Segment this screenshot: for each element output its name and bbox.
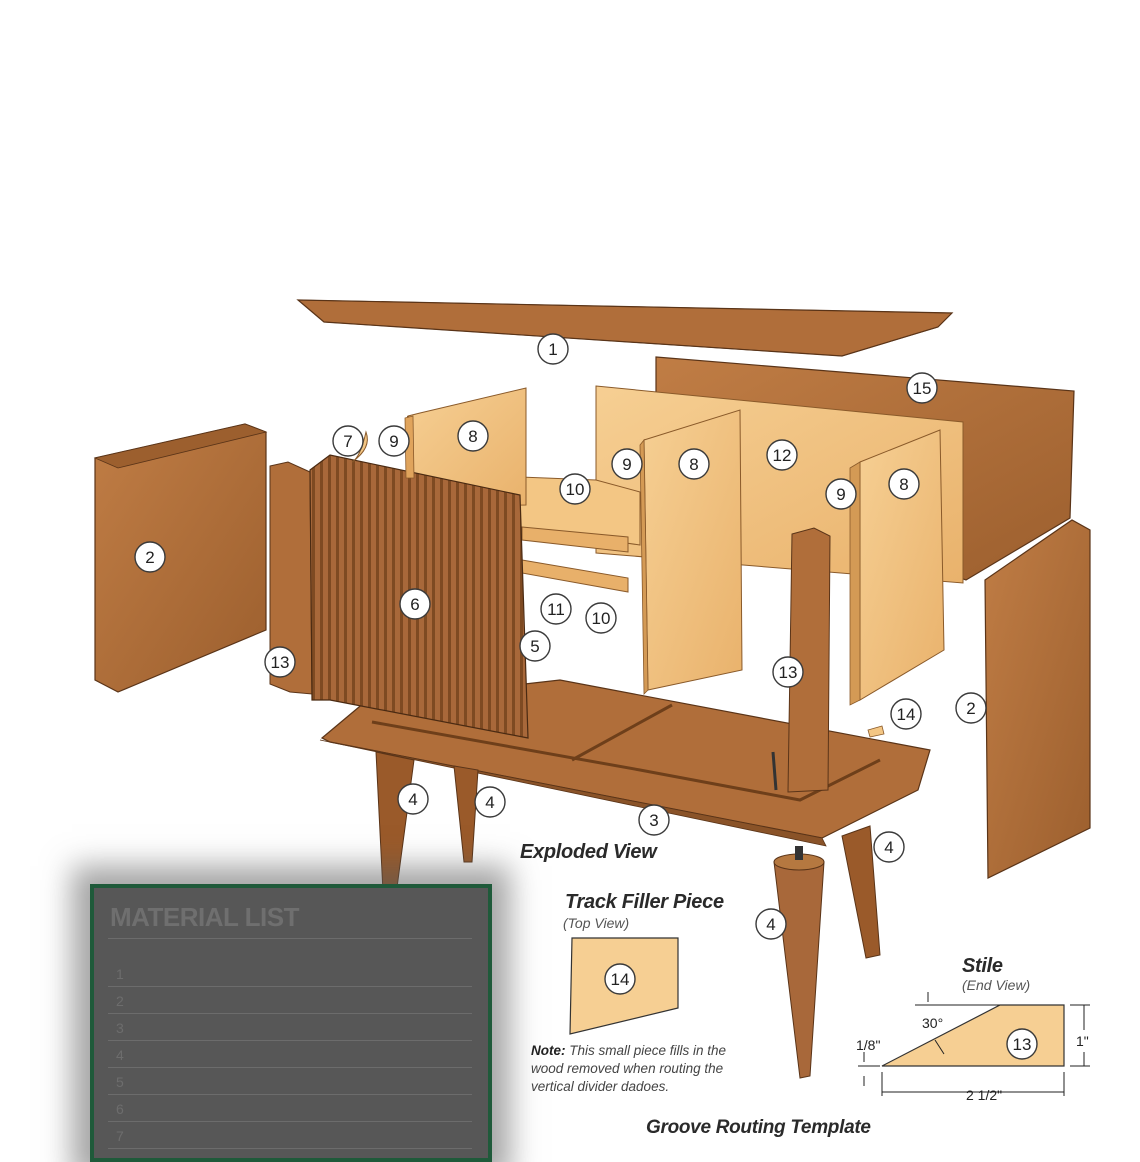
part-number: 8 <box>689 455 698 474</box>
part-callout-9: 9 <box>378 425 410 457</box>
part-callout-8: 8 <box>888 468 920 500</box>
stile-subtitle: (End View) <box>962 977 1031 993</box>
leg-back-left <box>453 765 479 863</box>
part-callout-14: 14 <box>890 698 922 730</box>
part-number: 5 <box>530 637 539 656</box>
material-row-number: 2 <box>116 993 124 1009</box>
stile-height-label: 1" <box>1076 1033 1089 1049</box>
tambour-guide-piece <box>351 430 368 463</box>
divider-strip-left <box>404 415 415 479</box>
part-number: 10 <box>592 609 611 628</box>
part-number: 4 <box>766 915 775 934</box>
part-number: 7 <box>343 432 352 451</box>
part-number: 8 <box>468 427 477 446</box>
part-number: 8 <box>899 475 908 494</box>
part-number: 13 <box>271 653 290 672</box>
stile-small-height-label: 1/8" <box>856 1037 880 1053</box>
part-callout-4: 4 <box>873 831 905 863</box>
leg-loose <box>773 861 825 1079</box>
leg-back-right <box>841 825 881 959</box>
part-callout-14: 14 <box>604 963 636 995</box>
part-number: 14 <box>897 705 916 724</box>
material-list-panel: MATERIAL LIST 1 2 3 4 5 6 7 <box>90 884 492 1162</box>
material-row-number: 3 <box>116 1020 124 1036</box>
part-callout-8: 8 <box>678 448 710 480</box>
part-callout-1: 1 <box>537 333 569 365</box>
part-callout-15: 15 <box>906 372 938 404</box>
part-callout-2: 2 <box>955 692 987 724</box>
track-filler-small <box>867 725 885 738</box>
part-number: 1 <box>548 340 557 359</box>
part-number: 9 <box>622 455 631 474</box>
part-callout-10: 10 <box>585 602 617 634</box>
track-filler-subtitle: (Top View) <box>563 915 630 931</box>
stile-end-view <box>881 1004 1065 1067</box>
part-number: 4 <box>485 793 494 812</box>
note-label: Note: <box>531 1043 566 1058</box>
part-number: 2 <box>966 699 975 718</box>
stile-angle-label: 30° <box>922 1015 943 1031</box>
part-number: 6 <box>410 595 419 614</box>
track-rail-upper <box>521 526 629 553</box>
material-row-number: 1 <box>116 966 124 982</box>
part-number: 12 <box>773 446 792 465</box>
part-callout-3: 3 <box>638 804 670 836</box>
track-rail-lower <box>521 559 629 593</box>
part-number: 15 <box>913 379 932 398</box>
part-callout-9: 9 <box>825 478 857 510</box>
part-callout-13: 13 <box>264 646 296 678</box>
part-callout-6: 6 <box>399 588 431 620</box>
material-row-number: 7 <box>116 1128 124 1144</box>
part-number: 10 <box>566 480 585 499</box>
part-number: 11 <box>547 600 565 619</box>
part-callout-11: 11 <box>540 593 572 625</box>
part-callout-7: 7 <box>332 425 364 457</box>
stile-title: Stile <box>962 955 1003 977</box>
part-number: 4 <box>408 790 417 809</box>
part-number: 13 <box>1013 1035 1032 1054</box>
track-filler-note: Note: This small piece fills in the wood… <box>531 1042 741 1096</box>
part-callout-8: 8 <box>457 420 489 452</box>
exploded-view-caption: Exploded View <box>520 841 657 863</box>
material-row-number: 6 <box>116 1101 124 1117</box>
part-callout-4: 4 <box>397 783 429 815</box>
material-list-title: MATERIAL LIST <box>110 902 299 932</box>
part-number: 3 <box>649 811 658 830</box>
part-callout-13: 13 <box>772 656 804 688</box>
part-callout-10: 10 <box>559 473 591 505</box>
material-row-number: 5 <box>116 1074 124 1090</box>
part-number: 13 <box>779 663 798 682</box>
part-number: 14 <box>611 970 630 989</box>
part-number: 4 <box>884 838 893 857</box>
stile-width-label: 2 1/2" <box>966 1087 1002 1103</box>
part-callout-2: 2 <box>134 541 166 573</box>
track-filler-title: Track Filler Piece <box>565 891 724 913</box>
part-number: 9 <box>389 432 398 451</box>
top-panel <box>296 299 954 357</box>
part-callout-4: 4 <box>474 786 506 818</box>
stile-dimension-lines <box>858 992 1090 1096</box>
part-callout-12: 12 <box>766 439 798 471</box>
part-callout-5: 5 <box>519 630 551 662</box>
part-callout-13: 13 <box>1006 1028 1038 1060</box>
part-callout-9: 9 <box>611 448 643 480</box>
part-number: 2 <box>145 548 154 567</box>
right-stile <box>787 527 831 793</box>
material-row-number: 4 <box>116 1047 124 1063</box>
part-number: 9 <box>836 485 845 504</box>
note-text: This small piece fills in the wood remov… <box>531 1043 727 1094</box>
part-callout-4: 4 <box>755 908 787 940</box>
groove-routing-template-title: Groove Routing Template <box>646 1117 871 1138</box>
right-side-panel <box>984 519 1091 879</box>
